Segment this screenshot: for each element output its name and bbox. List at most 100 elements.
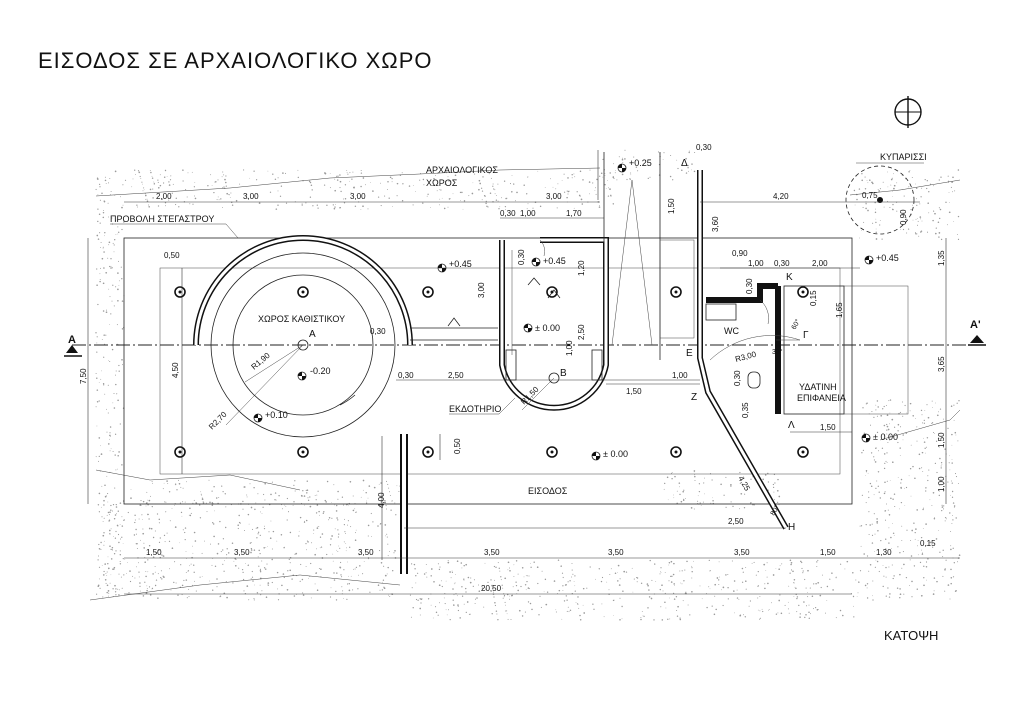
dim-400: 4,00 <box>377 492 386 508</box>
dim-right-col-2: 1,50 <box>937 432 946 448</box>
dim-425: 4,25 <box>736 475 752 493</box>
column-marker <box>174 286 186 298</box>
dim-100-v: 1,00 <box>565 340 574 356</box>
water-surface-label-2: ΕΠΙΦΑΝΕΙΑ <box>797 393 846 403</box>
radius-r300-label: R3,00 <box>734 350 757 364</box>
column-marker <box>546 446 558 458</box>
radius-line-r190 <box>244 344 304 383</box>
point-E-label: E <box>686 348 693 359</box>
svg-text:+0.45: +0.45 <box>449 259 472 269</box>
dim-right-0: 1,00 <box>748 259 764 268</box>
water-surface: ΥΔΑΤΙΝΗ ΕΠΙΦΑΝΕΙΑ Γ K Λ R3,00 30° 60° <box>709 272 909 431</box>
point-L-label: Λ <box>788 420 795 431</box>
column-marker <box>546 286 558 298</box>
dim-250-bottom: 2,50 <box>728 517 744 526</box>
dim-030-wc: 0,30 <box>733 370 742 386</box>
dim-030-seat: 0,30 <box>370 327 386 336</box>
seating-area-label: ΧΩΡΟΣ ΚΑΘΙΣΤΙΚΟΥ <box>258 314 345 324</box>
column-center <box>178 450 182 454</box>
radius-r270-label: R2,70 <box>207 410 229 432</box>
north-arrow-icon <box>894 96 922 128</box>
column-center <box>301 450 305 454</box>
point-G-label: Γ <box>803 330 809 341</box>
terrain-contours <box>89 167 961 601</box>
dim-bottom-4: 3,50 <box>608 548 624 557</box>
dim-300-v: 3,00 <box>477 282 486 298</box>
angle-30-label: 30° <box>772 348 783 356</box>
level-left-canopy: +0.45 <box>437 259 472 273</box>
column-center <box>674 450 678 454</box>
section-mark-right: A' <box>968 319 986 346</box>
dim-100-axis: 1,00 <box>672 371 688 380</box>
dimension-lines <box>87 150 960 595</box>
water-surface-label-1: ΥΔΑΤΙΝΗ <box>799 382 837 392</box>
ticket-office-label: ΕΚΔΟΤΗΡΙΟ <box>449 404 501 414</box>
point-K-label: K <box>786 272 793 283</box>
dim-right-col-1: 3,65 <box>937 356 946 372</box>
dim-bottom-5: 3,50 <box>734 548 750 557</box>
drawing-caption: ΚΑΤΟΨΗ <box>884 628 938 643</box>
cypress-tree-icon: ΚΥΠΑΡΙΣΣΙ <box>845 152 927 235</box>
svg-text:+0.25: +0.25 <box>629 158 652 168</box>
level-ticket-mid: ± 0.00 <box>523 323 560 333</box>
dim-015: 0,15 <box>809 290 818 306</box>
dim-120: 1,20 <box>577 260 586 276</box>
dim-090: 0,90 <box>732 249 748 258</box>
column-marker <box>297 286 309 298</box>
column-center <box>550 450 554 454</box>
column-center <box>801 450 805 454</box>
svg-text:A': A' <box>970 319 981 331</box>
svg-text:± 0.00: ± 0.00 <box>535 323 560 333</box>
terrain-hatch <box>95 149 961 621</box>
column-center <box>426 290 430 294</box>
column-center <box>426 450 430 454</box>
dim-top-0: 2,00 <box>156 192 172 201</box>
canopy-projection-label: ΠΡΟΒΟΛΗ ΣΤΕΓΑΣΤΡΟΥ <box>110 214 214 224</box>
dim-right-2: 2,00 <box>812 259 828 268</box>
dim-right-col-3: 1,00 <box>937 476 946 492</box>
point-B-label: B <box>560 368 567 379</box>
dim-075: 0,75 <box>862 191 878 200</box>
dim-bottom-0: 1,50 <box>146 548 162 557</box>
svg-text:+0.45: +0.45 <box>876 253 899 263</box>
column-marker <box>670 286 682 298</box>
svg-text:-0.20: -0.20 <box>310 366 331 376</box>
dim-150-water: 1,50 <box>820 423 836 432</box>
angle-60-label: 60° <box>790 318 802 331</box>
wc-block: WC <box>705 283 778 389</box>
dim-030-ticket: 0,30 <box>517 249 526 265</box>
dim-030-right: 0,30 <box>745 278 754 294</box>
column-center <box>801 290 805 294</box>
column-marker <box>422 286 434 298</box>
canopy-projection-outline <box>123 237 853 505</box>
level-seating-edge: +0.10 <box>253 410 288 423</box>
wc-label: WC <box>724 326 739 336</box>
dim-090-tree: 0,90 <box>899 209 908 225</box>
svg-text:± 0.00: ± 0.00 <box>603 449 628 459</box>
column-marker <box>422 446 434 458</box>
dim-030-top: 0,30 <box>696 143 712 152</box>
dim-top-2: 3,00 <box>350 192 366 201</box>
column-center <box>178 290 182 294</box>
svg-text:A: A <box>68 334 76 346</box>
archaeological-site-label-2: ΧΩΡΟΣ <box>426 178 458 188</box>
level-right-top: +0.45 <box>864 253 899 265</box>
dim-right-col-0: 1,35 <box>937 250 946 266</box>
column-markers <box>174 286 809 458</box>
dim-250-v: 2,50 <box>577 324 586 340</box>
level-right-low: ± 0.00 <box>861 432 898 443</box>
level-markers: +0.25 +0.45 +0.45 +0.45 ± 0.00 -0.20 +0.… <box>253 158 899 461</box>
dim-030-axis: 0,30 <box>398 371 414 380</box>
radius-r190-label: R1,90 <box>250 351 273 372</box>
entrance-label: ΕΙΣΟΔΟΣ <box>528 486 568 496</box>
column-marker <box>797 446 809 458</box>
point-A-label: A <box>309 329 316 340</box>
dim-050-wall: 0,50 <box>453 438 462 454</box>
column-marker <box>670 446 682 458</box>
dim-top-3: 3,00 <box>546 192 562 201</box>
dim-035: 0,35 <box>741 402 750 418</box>
column-marker <box>174 446 186 458</box>
dim-top-small-2: 1,70 <box>566 209 582 218</box>
long-diagonal-wall <box>697 170 789 530</box>
